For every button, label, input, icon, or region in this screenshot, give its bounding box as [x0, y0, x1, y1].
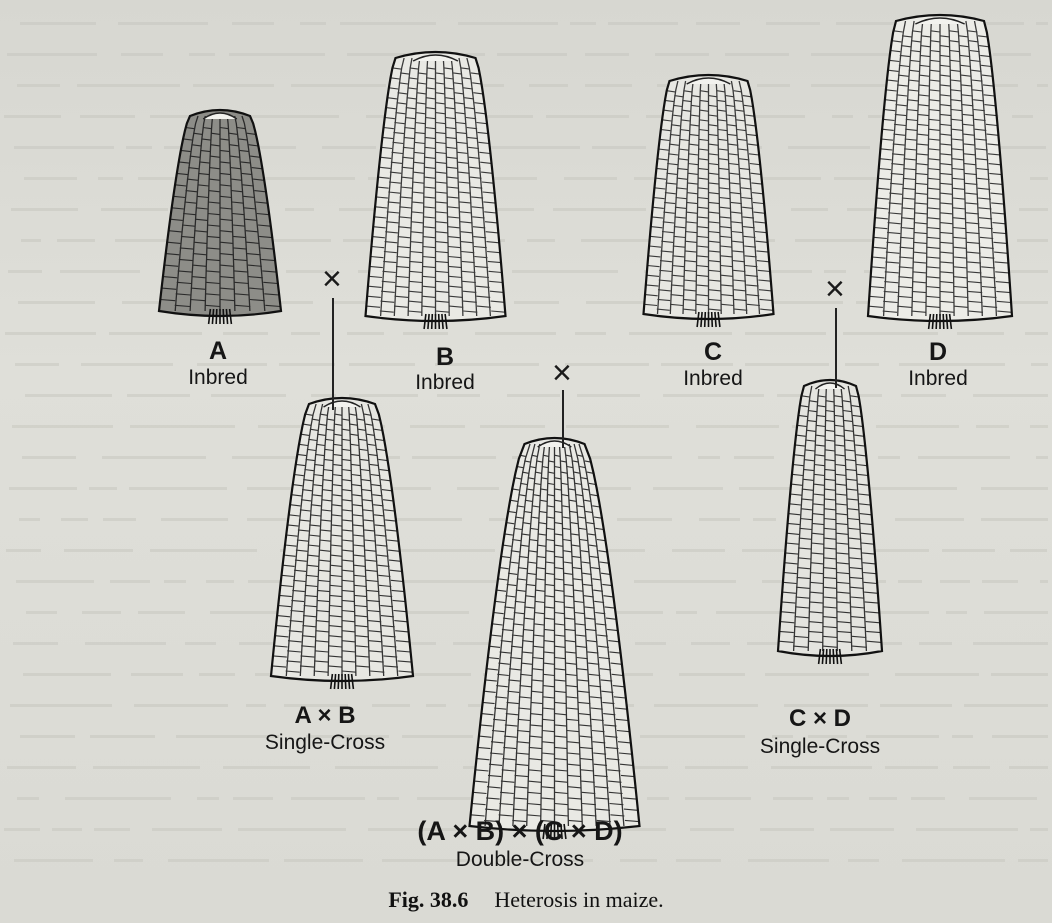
- label-double-cross: (A × B) × (C × D): [320, 816, 720, 847]
- figure-caption: Fig. 38.6 Heterosis in maize.: [0, 887, 1052, 913]
- inbred-cob-a: [150, 110, 290, 325]
- label-ab-type: Single-Cross: [205, 731, 445, 755]
- inbred-cob-b: [358, 52, 513, 330]
- label-cd-type: Single-Cross: [700, 735, 940, 759]
- label-double-type: Double-Cross: [400, 848, 640, 872]
- label-c-type: Inbred: [663, 367, 763, 391]
- label-a-type: Inbred: [168, 366, 268, 390]
- connector-cd: [835, 308, 837, 388]
- inbred-cob-c: [636, 75, 781, 328]
- cross-symbol-cd: ×: [825, 272, 845, 306]
- label-c: C: [663, 338, 763, 367]
- label-b: B: [395, 343, 495, 372]
- double-cross-cob: [462, 438, 647, 840]
- label-a: A: [168, 337, 268, 366]
- inbred-cob-d: [860, 15, 1020, 330]
- connector-ab: [332, 298, 334, 410]
- label-ab-cross: A × B: [235, 702, 415, 730]
- single-cross-cob-ab: [262, 398, 422, 690]
- cross-symbol-ab: ×: [322, 262, 342, 296]
- label-d-type: Inbred: [888, 367, 988, 391]
- single-cross-cob-cd: [770, 380, 890, 665]
- label-cd-cross: C × D: [730, 705, 910, 733]
- cross-symbol-double: ×: [552, 356, 572, 390]
- figure-number: Fig. 38.6: [388, 887, 468, 912]
- label-d: D: [888, 338, 988, 367]
- figure-title: Heterosis in maize.: [494, 887, 663, 912]
- label-b-type: Inbred: [395, 371, 495, 395]
- connector-double: [562, 390, 564, 448]
